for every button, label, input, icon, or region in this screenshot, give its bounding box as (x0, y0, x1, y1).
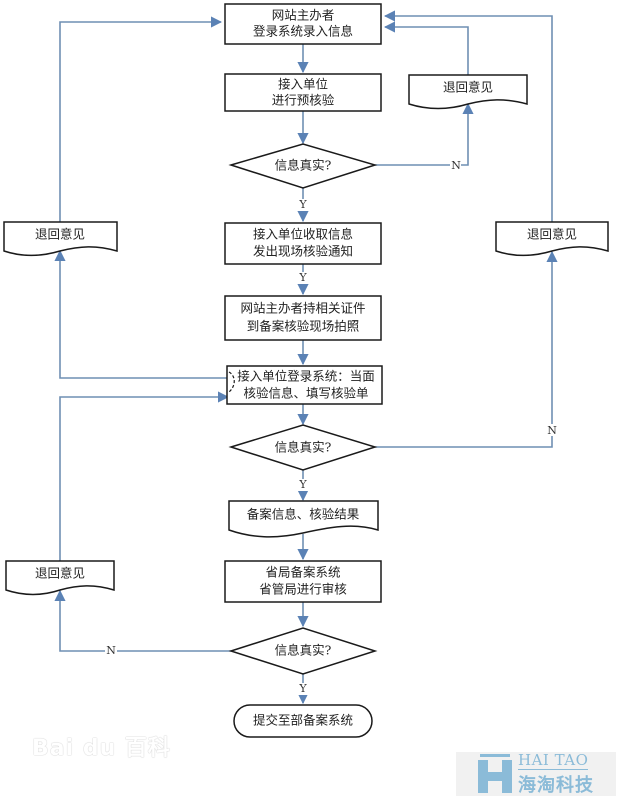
node-text-line: 备案信息、核验结果 (247, 507, 360, 522)
haitao-watermark: HAI TAO 海淘科技 (456, 752, 616, 796)
edge-labels: N Y Y N Y N Y (105, 159, 558, 695)
node-text-line: 网站主办者 (272, 8, 335, 23)
edge-d3-rL2 (54, 589, 231, 652)
node-text-line: 发出现场核验通知 (253, 244, 353, 259)
node-document-return-opinion-left: 退回意见 (3, 221, 118, 257)
node-text-line: 信息真实? (275, 158, 332, 173)
node-text-line: 省局备案系统 (265, 565, 340, 580)
node-text-line: 接入单位收取信息 (253, 227, 353, 242)
edge-label-n3-n4: Y (298, 271, 307, 284)
node-text-line: 信息真实? (275, 440, 332, 455)
node-document-record-result: 备案信息、核验结果 (228, 500, 379, 538)
edge-d1-r1 (375, 102, 474, 166)
edge-r1-n1 (383, 21, 469, 75)
edge-label-d2-doc1: Y (298, 478, 307, 491)
node-decision-info-true-3: 信息真实? (228, 627, 378, 675)
edge-n5-rL1 (54, 249, 228, 379)
node-process-province-review: 省局备案系统 省管局进行审核 (224, 560, 382, 603)
node-text-line: 退回意见 (35, 227, 85, 242)
node-process-website-owner-login: 网站主办者 登录系统录入信息 (224, 3, 382, 45)
edge-label-d3-end: Y (298, 682, 307, 695)
node-document-return-opinion-right: 退回意见 (495, 221, 609, 257)
node-text-line: 退回意见 (35, 566, 85, 581)
edge-label-d1-r1: N (451, 159, 461, 172)
edge-rR1-n1 (383, 10, 553, 222)
haitao-english-name: HAI TAO (518, 751, 589, 770)
node-text-line: 省管局进行审核 (259, 582, 347, 597)
node-text-line: 接入单位登录系统：当面 (237, 369, 375, 384)
node-text-line: 核验信息、填写核验单 (243, 386, 368, 401)
node-text-line: 登录系统录入信息 (253, 24, 353, 39)
edge-d2-rR1 (375, 250, 558, 448)
node-text-line: 退回意见 (527, 227, 577, 242)
node-text-line: 退回意见 (443, 80, 493, 95)
baidu-watermark: Bai du 百科 (32, 736, 171, 761)
haitao-logo-bar (480, 754, 510, 757)
node-document-return-opinion-bottom-left: 退回意见 (5, 560, 115, 596)
node-process-collect-info: 接入单位收取信息 发出现场核验通知 (224, 222, 382, 265)
haitao-h-logo-icon (478, 760, 512, 793)
edge-rL2-n5 (59, 391, 230, 561)
node-process-face-verify: 接入单位登录系统：当面 核验信息、填写核验单 (226, 365, 383, 405)
node-text-line: 接入单位 (278, 77, 328, 92)
edge-label-d1-n3: Y (298, 198, 307, 211)
node-text-line: 进行预核验 (272, 93, 335, 108)
node-text-line: 提交至部备案系统 (253, 713, 353, 728)
edge-label-d2-rR1: N (547, 424, 557, 437)
node-decision-info-true-2: 信息真实? (228, 424, 378, 471)
edge-label-d3-rL2: N (106, 644, 116, 657)
haitao-chinese-name: 海淘科技 (518, 775, 594, 796)
node-process-precheck: 接入单位 进行预核验 (224, 73, 382, 112)
node-text-line: 到备案核验现场拍照 (247, 319, 360, 334)
node-decision-info-true-1: 信息真实? (228, 143, 378, 189)
node-text-line: 信息真实? (275, 643, 332, 658)
edge-rL1-n1 (59, 16, 223, 222)
node-document-return-opinion-top: 退回意见 (408, 74, 528, 110)
node-terminator-submit: 提交至部备案系统 (233, 704, 373, 738)
node-process-onsite-photo: 网站主办者持相关证件 到备案核验现场拍照 (224, 295, 382, 341)
node-text-line: 网站主办者持相关证件 (240, 301, 365, 316)
